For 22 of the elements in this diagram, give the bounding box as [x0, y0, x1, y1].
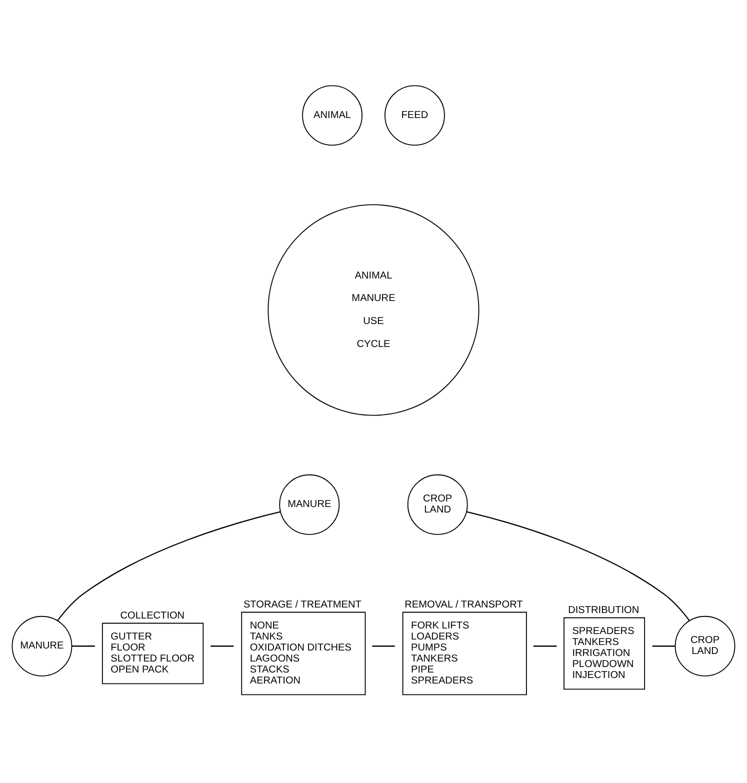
node-label: DISTRIBUTION: [568, 604, 640, 616]
connector: [372, 645, 395, 646]
node-box: SPREADERS TANKERS IRRIGATION PLOWDOWN INJECTION: [564, 616, 646, 690]
node-circle: CROP LAND: [407, 474, 468, 534]
node-circle: MANURE: [279, 474, 340, 534]
node-label: REMOVAL / TRANSPORT: [404, 598, 523, 610]
node-box: FORK LIFTS LOADERS PUMPS TANKERS PIPE SPREADERS: [402, 611, 527, 695]
connector: [652, 645, 675, 646]
node-box: GUTTER FLOOR SLOTTED FLOOR OPEN PACK: [102, 622, 204, 684]
connector: [466, 510, 690, 621]
connector: [533, 645, 557, 646]
node-circle: ANIMAL MANURE USE CYCLE: [268, 204, 480, 416]
node-label: STORAGE / TREATMENT: [243, 598, 362, 610]
node-circle: MANURE: [12, 615, 72, 676]
connector: [210, 645, 234, 646]
connector: [72, 645, 95, 646]
node-box: NONE TANKS OXIDATION DITCHES LAGOONS STACKS AERATION: [241, 611, 366, 695]
node-label: COLLECTION: [120, 610, 185, 621]
node-circle: FEED: [384, 84, 445, 146]
connector: [57, 510, 280, 621]
node-circle: CROP LAND: [674, 615, 736, 676]
node-circle: ANIMAL: [302, 84, 362, 146]
